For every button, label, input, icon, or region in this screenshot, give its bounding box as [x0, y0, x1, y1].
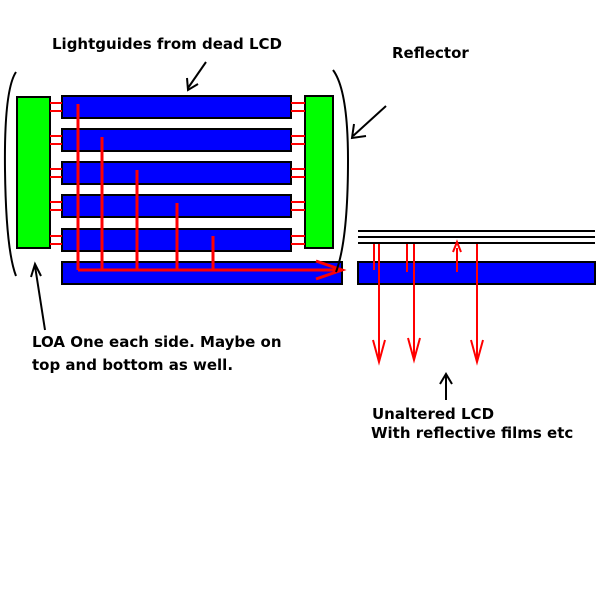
- lightguide-2: [61, 128, 292, 152]
- left-loa-bar: [16, 96, 51, 249]
- loa-label-line1: LOA One each side. Maybe on: [32, 333, 282, 351]
- lightguides-label: Lightguides from dead LCD: [52, 35, 282, 53]
- reflector-brackets: [3, 69, 350, 277]
- loa-label-line2: top and bottom as well.: [32, 356, 234, 374]
- right-loa-bar: [304, 95, 334, 249]
- light-paths: [76, 104, 347, 281]
- lightguide-bottom: [61, 261, 343, 285]
- reflective-films: [358, 230, 595, 244]
- pointer-arrows: [30, 61, 453, 400]
- right-connectors: [291, 102, 305, 245]
- lightguide-3: [61, 161, 292, 185]
- lcd-label-line2: With reflective films etc: [371, 424, 574, 442]
- lcd-light-rays: [372, 239, 484, 366]
- reflector-label: Reflector: [392, 44, 469, 62]
- lightguide-1: [61, 95, 292, 119]
- left-connectors: [50, 102, 62, 245]
- lcd-label-line1: Unaltered LCD: [372, 405, 495, 423]
